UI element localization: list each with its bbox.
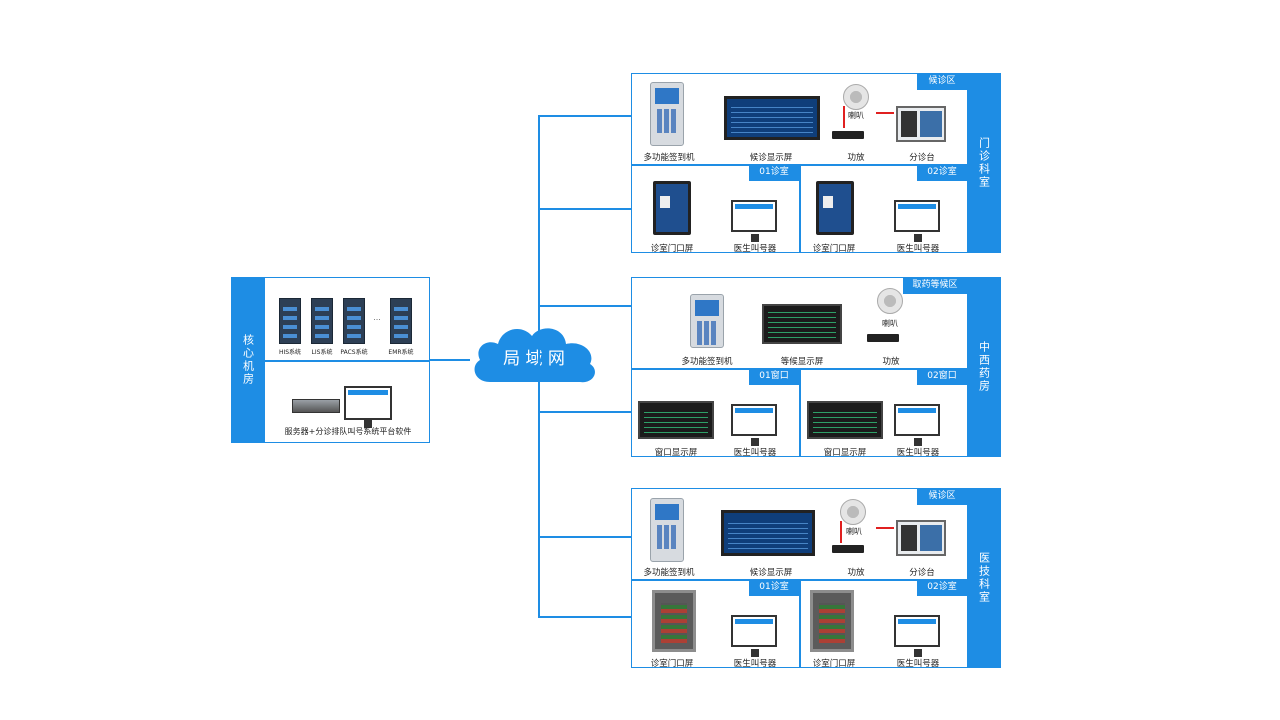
speaker-label: 喇叭 — [846, 527, 862, 536]
checkin-kiosk-icon — [690, 294, 724, 348]
medtech-waiting-tag: 候诊区 — [917, 488, 967, 505]
branch-6 — [538, 616, 632, 618]
lan-label: 局 域 网 — [503, 349, 565, 369]
amp-link — [876, 527, 894, 529]
device-label: 多功能签到机 — [681, 357, 733, 367]
lan-cloud-icon — [474, 328, 595, 383]
device-label: 医生叫号器 — [896, 659, 940, 669]
speaker-link — [843, 106, 845, 128]
doctor-caller-icon — [894, 404, 940, 446]
device-label: 候诊显示屏 — [749, 568, 793, 578]
triage-desk-icon — [896, 520, 946, 556]
room-tag: 02诊室 — [917, 579, 967, 596]
device-label: 诊室门口屏 — [812, 659, 856, 669]
amp-link — [876, 112, 894, 114]
outpatient-waiting-tag: 候诊区 — [917, 73, 967, 90]
doctor-caller-icon — [894, 200, 940, 242]
device-label: 功放 — [847, 568, 865, 578]
device-label: 等候显示屏 — [780, 357, 824, 367]
core-room-side-label: 核心机房 — [231, 277, 265, 443]
outpatient-divider-v — [799, 164, 801, 253]
device-label: 医生叫号器 — [896, 244, 940, 254]
pharmacy-side-label: 中西药房 — [967, 277, 1001, 457]
medtech-divider-v — [799, 579, 801, 668]
amplifier-icon — [832, 545, 864, 553]
device-label: 医生叫号器 — [733, 244, 777, 254]
medtech-side-label: 医技科室 — [967, 488, 1001, 668]
device-label: 医生叫号器 — [733, 448, 777, 458]
room-tag: 01诊室 — [749, 579, 799, 596]
device-label: 诊室门口屏 — [650, 244, 694, 254]
branch-1 — [538, 115, 632, 117]
branch-4 — [538, 411, 632, 413]
speaker-icon — [877, 288, 903, 314]
system-label-lis: LIS系统 — [311, 349, 333, 356]
lis-server-icon — [311, 298, 333, 344]
device-label: 功放 — [847, 153, 865, 163]
system-label-pacs: PACS系统 — [340, 349, 368, 356]
checkin-kiosk-icon — [650, 82, 684, 146]
speaker-label: 喇叭 — [882, 319, 898, 328]
window-display-icon — [807, 401, 883, 439]
device-label: 分诊台 — [909, 153, 935, 163]
device-label: 诊室门口屏 — [812, 244, 856, 254]
his-server-icon — [279, 298, 301, 344]
device-label: 窗口显示屏 — [654, 448, 698, 458]
emr-server-icon — [390, 298, 412, 344]
device-label: 医生叫号器 — [896, 448, 940, 458]
speaker-label: 喇叭 — [848, 111, 864, 120]
system-label-ellipsis: ... — [373, 313, 381, 322]
checkin-kiosk-icon — [650, 498, 684, 562]
core-room-divider — [265, 360, 430, 362]
triage-desk-icon — [896, 106, 946, 142]
pharmacy-waiting-tag: 取药等候区 — [903, 277, 967, 294]
branch-5 — [538, 536, 632, 538]
waiting-display-icon — [724, 96, 820, 140]
amplifier-icon — [867, 334, 899, 342]
device-label: 医生叫号器 — [733, 659, 777, 669]
door-screen-icon — [652, 590, 696, 652]
window-display-icon — [638, 401, 714, 439]
device-label: 诊室门口屏 — [650, 659, 694, 669]
doctor-caller-icon — [894, 615, 940, 657]
door-screen-icon — [653, 181, 691, 235]
system-label-his: HIS系统 — [278, 349, 302, 356]
door-screen-icon — [810, 590, 854, 652]
waiting-display-icon — [721, 510, 815, 556]
speaker-icon — [843, 84, 869, 110]
window-tag: 02窗口 — [917, 368, 967, 385]
device-label: 多功能签到机 — [643, 153, 695, 163]
system-label-emr: EMR系统 — [388, 349, 414, 356]
doctor-caller-icon — [731, 615, 777, 657]
platform-label: 服务器+分诊排队叫号系统平台软件 — [284, 427, 412, 436]
core-to-network-line — [430, 359, 470, 361]
pacs-server-icon — [343, 298, 365, 344]
device-label: 分诊台 — [909, 568, 935, 578]
room-tag: 01诊室 — [749, 164, 799, 181]
trunk-line — [538, 115, 540, 617]
waiting-display-icon — [762, 304, 842, 344]
speaker-icon — [840, 499, 866, 525]
pharmacy-divider-v — [799, 368, 801, 457]
room-tag: 02诊室 — [917, 164, 967, 181]
window-tag: 01窗口 — [749, 368, 799, 385]
door-screen-icon — [816, 181, 854, 235]
rack-server-icon — [292, 399, 340, 413]
doctor-caller-icon — [731, 404, 777, 446]
branch-2 — [538, 208, 632, 210]
speaker-link — [840, 521, 842, 543]
branch-3 — [538, 305, 632, 307]
outpatient-side-label: 门诊科室 — [967, 73, 1001, 253]
doctor-caller-icon — [731, 200, 777, 242]
amplifier-icon — [832, 131, 864, 139]
device-label: 多功能签到机 — [643, 568, 695, 578]
device-label: 候诊显示屏 — [749, 153, 793, 163]
platform-monitor-icon — [344, 386, 392, 428]
device-label: 窗口显示屏 — [823, 448, 867, 458]
device-label: 功放 — [882, 357, 900, 367]
